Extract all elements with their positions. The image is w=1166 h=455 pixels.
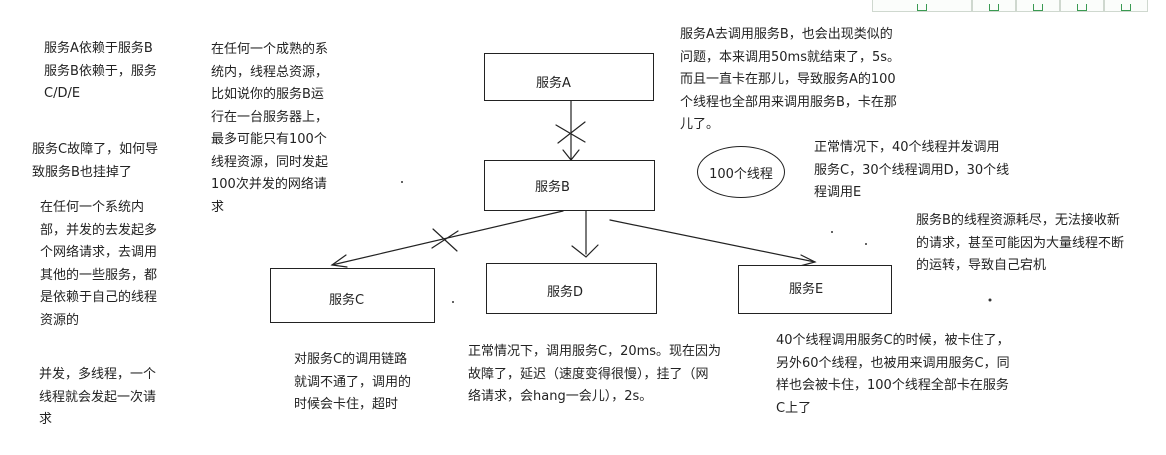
stray-dot bbox=[988, 298, 992, 302]
thread-pool-ellipse: 100个线程 bbox=[697, 146, 785, 198]
note-service-a-impact: 服务A去调用服务B，也会出现类似的 问题，本来调用50ms就结束了，5s。 而且… bbox=[680, 27, 901, 132]
stray-dot bbox=[401, 181, 403, 183]
arrow-b-d bbox=[571, 244, 599, 258]
service-e-label: 服务E bbox=[789, 282, 824, 297]
toolbar-icon bbox=[917, 4, 927, 11]
service-d-label: 服务D bbox=[547, 285, 584, 300]
stray-dot bbox=[865, 243, 867, 245]
service-b-box: 服务B bbox=[484, 160, 655, 211]
toolbar-button[interactable] bbox=[872, 0, 972, 12]
service-a-box: 服务A bbox=[484, 53, 654, 101]
note-latency: 正常情况下，调用服务C，20ms。现在因为 故障了，延迟（速度变得很慢），挂了（… bbox=[468, 344, 722, 404]
toolbar-icon bbox=[1077, 4, 1087, 11]
service-a-label: 服务A bbox=[536, 76, 571, 91]
note-normal-distribution: 正常情况下，40个线程并发调用 服务C，30个线程调用D，30个线 程调用E bbox=[814, 140, 1010, 200]
cross-a-b bbox=[555, 121, 586, 144]
link-b-e bbox=[609, 219, 816, 263]
note-service-b-exhausted: 服务B的线程资源耗尽，无法接收新 的请求，甚至可能因为大量线程不断 的运转，导致… bbox=[916, 213, 1125, 273]
toolbar-icon bbox=[989, 4, 999, 11]
service-b-label: 服务B bbox=[535, 180, 570, 195]
arrow-b-e bbox=[799, 254, 817, 267]
toolbar-button[interactable] bbox=[1016, 0, 1060, 12]
note-thread-total: 在任何一个成熟的系 统内，线程总资源， 比如说你的服务B运 行在一台服务器上， … bbox=[211, 42, 329, 215]
note-dependencies: 服务A依赖于服务B 服务B依赖于，服务 C/D/E bbox=[44, 41, 157, 101]
note-threads-stuck: 40个线程调用服务C的时候，被卡住了， 另外60个线程，也被用来调用服务C，同 … bbox=[776, 333, 1010, 416]
stray-dot bbox=[452, 301, 454, 303]
note-question: 服务C故障了，如何导 致服务B也挂掉了 bbox=[32, 142, 159, 180]
toolbar-button[interactable] bbox=[1104, 0, 1148, 12]
toolbar-icon bbox=[1121, 4, 1131, 11]
thread-pool-label: 100个线程 bbox=[709, 166, 773, 182]
service-c-box: 服务C bbox=[270, 268, 435, 323]
cross-b-c bbox=[431, 228, 459, 252]
arrow-b-c bbox=[330, 254, 348, 268]
service-e-box: 服务E bbox=[738, 265, 892, 314]
toolbar-button[interactable] bbox=[1060, 0, 1104, 12]
service-d-box: 服务D bbox=[486, 263, 657, 314]
toolbar-button[interactable] bbox=[972, 0, 1016, 12]
toolbar-icon bbox=[1033, 4, 1043, 11]
toolbar bbox=[872, 0, 1148, 12]
stray-dot bbox=[831, 231, 833, 233]
note-thread-resources: 在任何一个系统内 部，并发的去发起多 个网络请求，去调用 其他的一些服务，都 是… bbox=[40, 200, 158, 328]
note-concurrency: 并发，多线程，一个 线程就会发起一次请 求 bbox=[39, 367, 157, 427]
note-call-chain-broken: 对服务C的调用链路 就调不通了，调用的 时候会卡住，超时 bbox=[294, 352, 412, 412]
service-c-label: 服务C bbox=[329, 293, 365, 308]
